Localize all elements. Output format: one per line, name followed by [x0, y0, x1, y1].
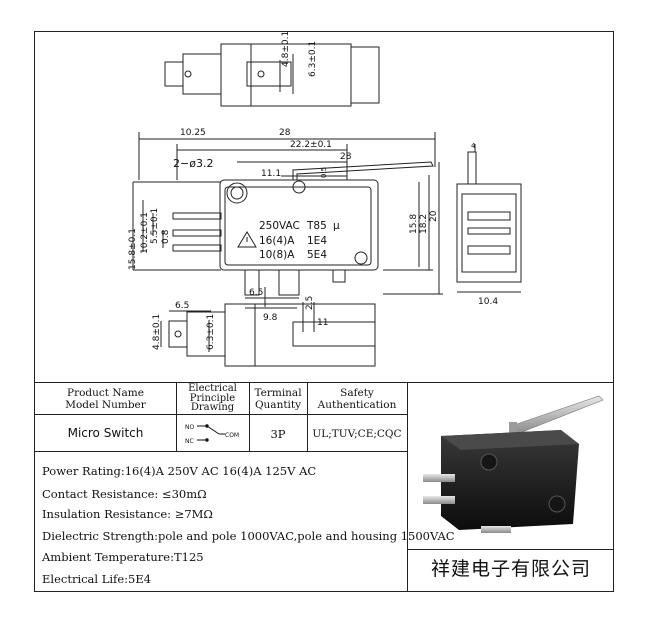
dim-btm-h1: 4.8±0.1 — [152, 314, 162, 350]
dim-hole: 2−ø3.2 — [173, 157, 213, 170]
product-photo — [423, 395, 604, 533]
company-top-border — [407, 549, 613, 550]
marking-rating1: 16(4)A — [259, 235, 295, 247]
dim-height3: 20 — [429, 210, 439, 222]
header-terminal: Terminal Quantity — [254, 387, 302, 411]
dim-pin-b: 10.2±0.1 — [140, 212, 150, 254]
col-divider-3 — [307, 382, 308, 451]
dim-side-top: 4 — [471, 142, 476, 150]
header-safety: Safety Authentication — [317, 387, 397, 411]
spec-life: Electrical Life:5E4 — [42, 572, 152, 586]
dim-bot2: 2.5 — [305, 296, 315, 310]
marking-volt: 250VAC — [259, 220, 300, 232]
spec-contact: Contact Resistance: ≤30mΩ — [42, 487, 207, 501]
dim-btm-h2: 6.3±0.1 — [206, 314, 216, 350]
dim-mid: 11.1 — [261, 169, 281, 179]
col-divider-main — [407, 382, 408, 592]
terminal-quantity: 3P — [270, 427, 286, 441]
row-bottom-border — [35, 451, 407, 452]
safety-auth: UL;TUV;CE;CQC — [312, 428, 402, 440]
dim-top-w: 4.8±0.1 — [281, 32, 291, 67]
dim-side-w: 10.4 — [478, 297, 498, 307]
spec-sheet: 4.8±0.1 6.3±0.1 28 10.25 22.2±0.1 28 2−ø… — [34, 31, 614, 592]
table-top-border — [35, 382, 613, 383]
nc-label: NC — [185, 438, 194, 445]
electrical-diagram: NO NC COM — [185, 424, 239, 445]
marking-rating2: 10(8)A — [259, 249, 295, 261]
marking-temp: T85 — [306, 220, 327, 232]
dim-bot4: 11 — [317, 318, 328, 328]
dim-top-h: 6.3±0.1 — [308, 41, 318, 77]
header-product: Product Name Model Number — [65, 387, 146, 411]
dim-gap: 0.5 — [320, 167, 328, 178]
dim-pin-a: 15.8±0.1 — [128, 228, 138, 270]
technical-drawing: 4.8±0.1 6.3±0.1 28 10.25 22.2±0.1 28 2−ø… — [128, 32, 522, 367]
dim-pin-c: 5.5±0.1 — [150, 208, 160, 244]
spec-power: Power Rating:16(4)A 250V AC 16(4)A 125V … — [42, 464, 317, 478]
dim-bot1: 6.5 — [249, 288, 263, 298]
dim-body-len: 22.2±0.1 — [290, 140, 332, 150]
marking-life2: 5E4 — [307, 249, 327, 261]
header-bottom-border — [35, 414, 407, 415]
product-name: Micro Switch — [67, 426, 144, 440]
col-divider-1 — [176, 382, 177, 451]
dim-height2: 18.2 — [419, 214, 429, 234]
col-divider-2 — [249, 382, 250, 451]
no-label: NO — [185, 424, 194, 431]
dim-lever: 28 — [340, 152, 352, 162]
com-label: COM — [225, 432, 239, 439]
header-electrical: Electrical Principle Drawing — [188, 383, 237, 413]
dim-bot3: 9.8 — [263, 313, 278, 323]
marking-life1: 1E4 — [307, 235, 327, 247]
dim-height1: 15.8 — [409, 214, 419, 234]
dim-left-offset: 10.25 — [180, 128, 206, 138]
spec-temperature: Ambient Temperature:T125 — [42, 550, 204, 564]
dim-btm-w: 6.5 — [175, 301, 189, 311]
dim-overall: 28 — [279, 128, 291, 138]
spec-dielectric: Dielectric Strength:pole and pole 1000VA… — [42, 529, 455, 543]
company-name: 祥建电子有限公司 — [430, 558, 591, 580]
spec-insulation: Insulation Resistance: ≥7MΩ — [42, 507, 213, 521]
marking-mu: μ — [333, 220, 340, 232]
dim-pin-d: 0.8 — [161, 229, 171, 244]
